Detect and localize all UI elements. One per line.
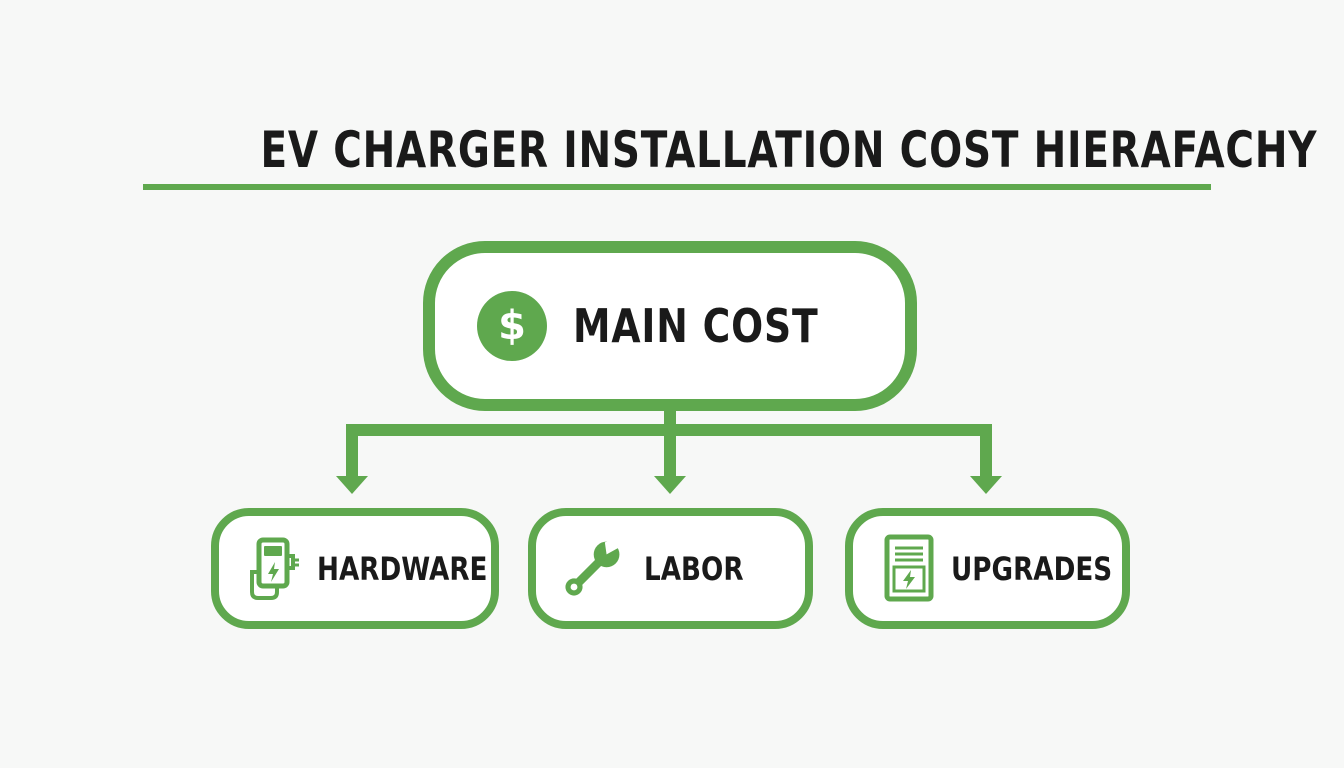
electrical-panel-icon bbox=[879, 534, 939, 604]
dollar-coin-icon: $ bbox=[477, 291, 547, 361]
child-node-label: HARDWARE bbox=[317, 549, 488, 588]
arrowhead-upgrades bbox=[970, 476, 1002, 494]
root-node-main-cost: $ MAIN COST bbox=[423, 241, 917, 411]
child-node-upgrades: UPGRADES bbox=[845, 508, 1130, 629]
wrench-icon bbox=[562, 534, 622, 604]
child-node-hardware: HARDWARE bbox=[211, 508, 499, 629]
ev-charger-icon bbox=[245, 534, 305, 604]
child-node-labor: LABOR bbox=[528, 508, 813, 629]
title-underline bbox=[143, 184, 1211, 190]
child-node-label: UPGRADES bbox=[951, 549, 1113, 588]
child-node-label: LABOR bbox=[644, 549, 744, 588]
root-node-label: MAIN COST bbox=[573, 299, 819, 353]
arrowhead-hardware bbox=[336, 476, 368, 494]
arrowhead-labor bbox=[654, 476, 686, 494]
